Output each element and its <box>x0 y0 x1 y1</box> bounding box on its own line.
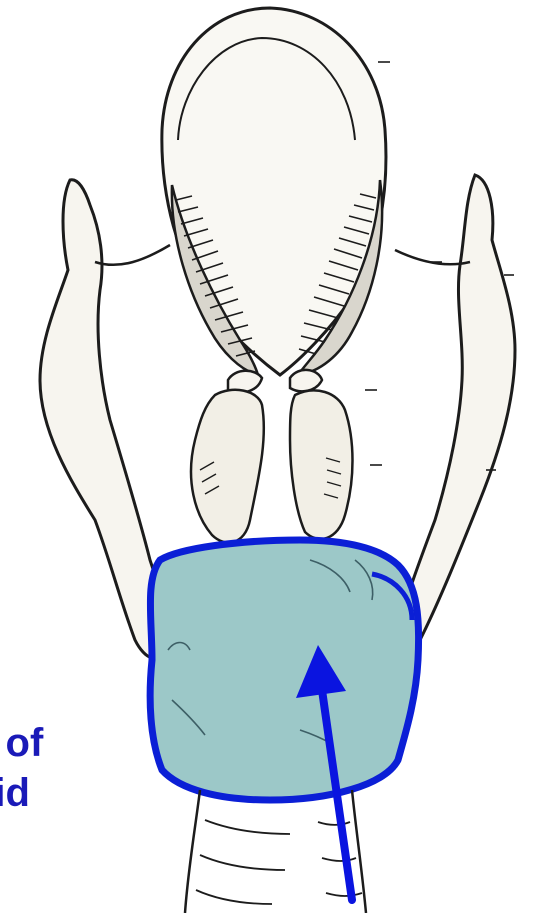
cricoid-cartilage-highlight <box>150 540 418 800</box>
left-thyroid-lamina <box>40 180 166 659</box>
caption-line-2: oid <box>0 768 120 818</box>
right-arytenoid-cartilage <box>290 390 353 539</box>
caption-label: n of oid <box>0 718 120 818</box>
right-corniculate-cartilage <box>290 370 322 391</box>
caption-line-1-rest: of <box>0 721 43 765</box>
left-arytenoid-cartilage <box>191 390 264 543</box>
caption-line-1: n of <box>0 718 120 768</box>
right-thyroid-lamina <box>398 175 515 649</box>
left-thyrohyoid-ligament <box>95 245 170 265</box>
